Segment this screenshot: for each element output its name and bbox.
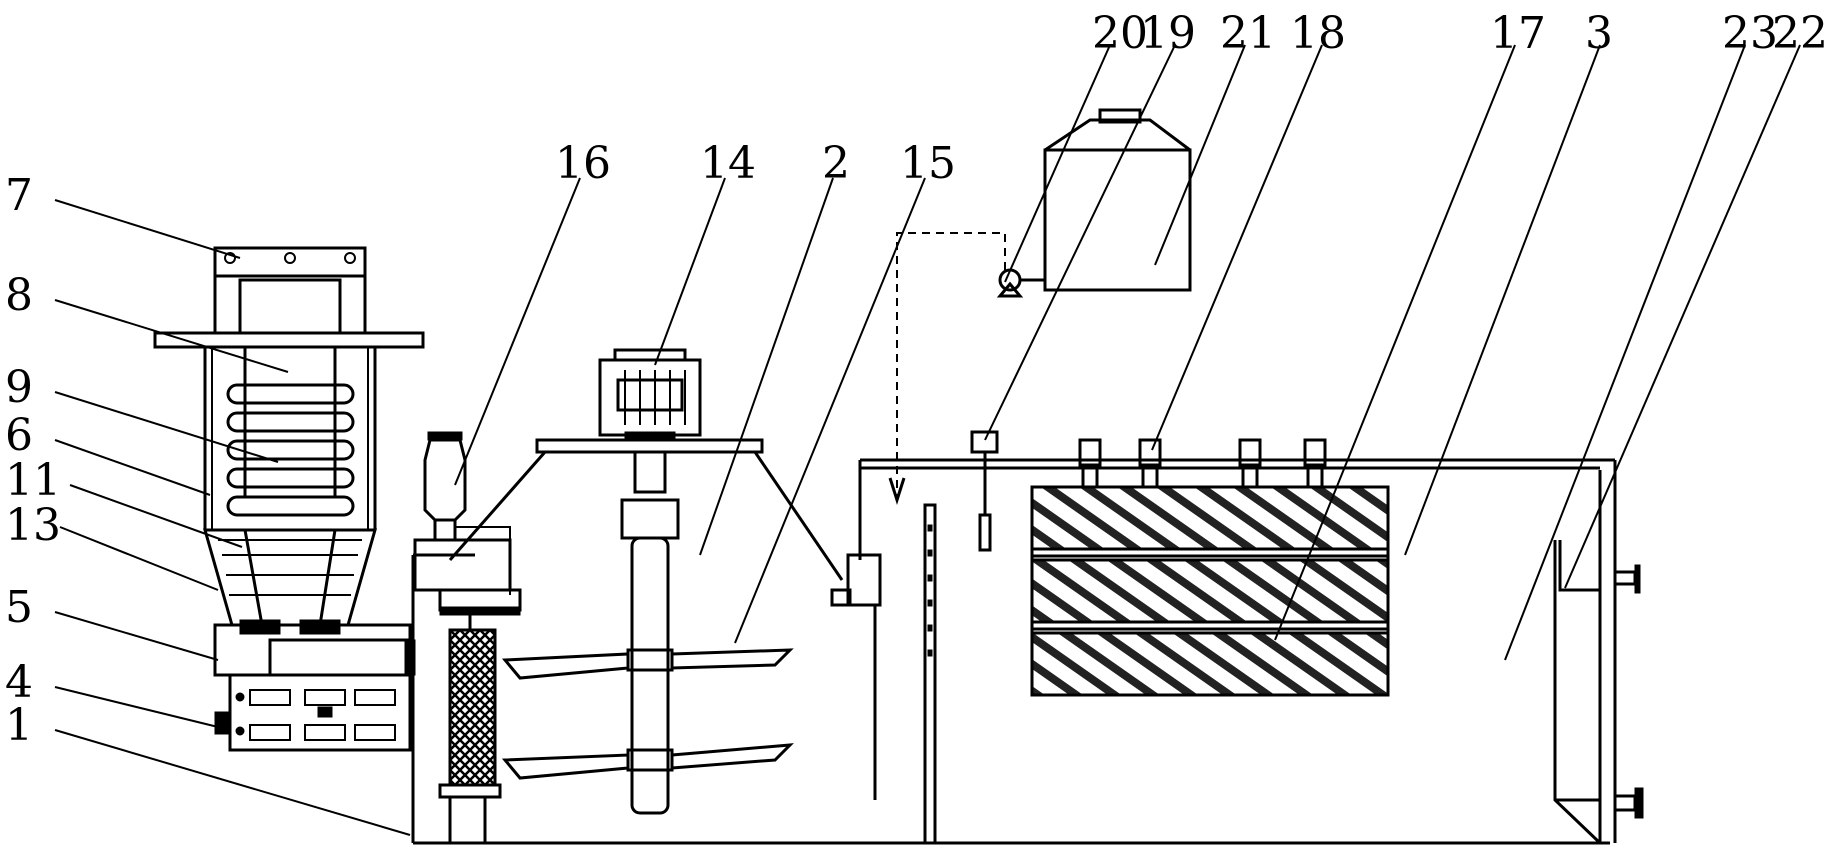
label-6: 6 [5, 410, 33, 461]
label-5: 5 [5, 582, 33, 633]
feed-conveyor [213, 623, 416, 752]
nozzles [1078, 438, 1327, 489]
label-14: 14 [700, 138, 756, 189]
reagent-tank [888, 108, 1192, 505]
label-20: 20 [1092, 8, 1148, 59]
filter-column [413, 431, 522, 843]
label-4: 4 [5, 657, 33, 708]
label-2: 2 [822, 138, 850, 189]
label-16: 16 [555, 138, 611, 189]
mixing-tank [448, 348, 882, 815]
hopper-assembly [153, 246, 425, 635]
settling-tank [858, 430, 1644, 845]
label-17: 17 [1490, 8, 1546, 59]
label-13: 13 [5, 500, 61, 551]
label-9: 9 [5, 362, 33, 413]
base-tank [411, 553, 1610, 845]
label-3: 3 [1585, 8, 1613, 59]
label-18: 18 [1290, 8, 1346, 59]
label-22: 22 [1772, 8, 1828, 59]
reference-labels: 7 8 9 6 11 13 5 4 1 16 14 2 15 20 19 21 … [5, 8, 1828, 751]
label-1: 1 [5, 700, 33, 751]
label-15: 15 [900, 138, 956, 189]
label-21: 21 [1220, 8, 1276, 59]
label-19: 19 [1140, 8, 1196, 59]
leader-lines [54, 44, 1801, 836]
label-7: 7 [5, 170, 33, 221]
label-11: 11 [5, 455, 61, 506]
label-23: 23 [1722, 8, 1778, 59]
label-8: 8 [5, 270, 33, 321]
